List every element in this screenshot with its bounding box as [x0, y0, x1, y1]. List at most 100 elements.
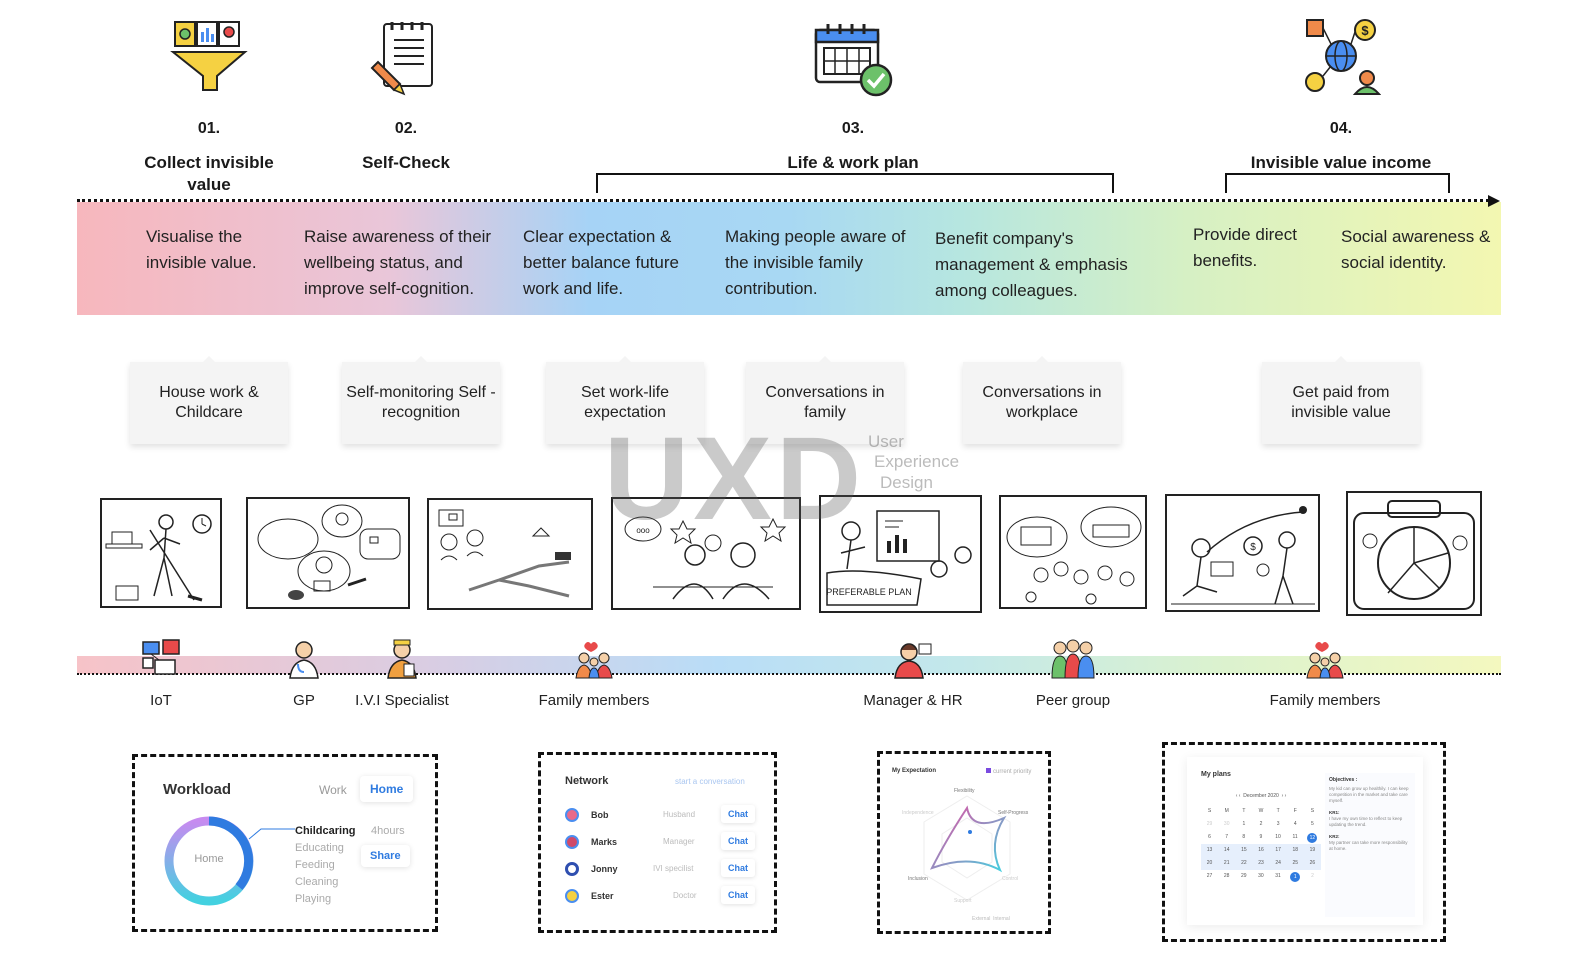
doctor-icon	[284, 638, 324, 680]
calendar-day[interactable]: 29	[1240, 873, 1247, 879]
stakeholder-band	[77, 656, 1501, 674]
workload-donut: Home	[161, 813, 257, 909]
calendar-day[interactable]: 27	[1206, 873, 1213, 879]
calendar-day[interactable]: 12	[1307, 832, 1318, 843]
bracket-stage-3	[596, 173, 1114, 193]
calendar-week-row: 6 7 8 9 10 11 12	[1201, 831, 1321, 844]
calendar-day[interactable]: 15	[1241, 847, 1247, 853]
calendar-weekday: S	[1310, 808, 1315, 814]
calendar-day[interactable]: 1	[1290, 871, 1301, 882]
radar-axis-label: Flexibility	[954, 788, 975, 794]
start-conversation-link[interactable]: start a conversation	[675, 777, 745, 786]
sketch-preferable-plan: PREFERABLE PLAN	[819, 495, 982, 613]
calendar-day[interactable]: 7	[1225, 834, 1229, 840]
calendar-day[interactable]: 1	[1242, 821, 1246, 827]
stakeholder-label: I.V.I Specialist	[355, 692, 449, 709]
timeline-dotted-line	[77, 199, 1489, 202]
value-band	[77, 202, 1501, 315]
funnel-data-icon	[169, 18, 249, 98]
bracket-stage-4	[1225, 173, 1450, 193]
calendar-weekday: F	[1293, 808, 1297, 814]
calendar-day[interactable]: 14	[1223, 847, 1230, 853]
tab-work[interactable]: Work	[319, 783, 347, 797]
calendar-week-row: 13 14 15 16 17 18 19	[1201, 844, 1321, 857]
sketch-self-monitoring	[246, 497, 410, 609]
calendar-day[interactable]: 29	[1206, 821, 1213, 827]
tab-home[interactable]: Home	[360, 776, 413, 802]
stage-number: 02.	[394, 120, 418, 137]
workload-item: Feeding	[295, 859, 335, 871]
mockup-workload: Workload Work Home Home Childcaring 4hou…	[132, 754, 438, 932]
calendar-day[interactable]: 2	[1311, 873, 1314, 879]
calendar-day[interactable]: 22	[1241, 860, 1247, 866]
family-icon	[574, 638, 614, 680]
svg-text:$: $	[1250, 542, 1256, 553]
sketch-family-conversation: ooo	[611, 497, 801, 610]
band-text-1: Visualise the invisible value.	[146, 227, 257, 272]
contact-role: Doctor	[673, 891, 697, 900]
prev-month-icon[interactable]: ‹ ‹	[1235, 793, 1241, 799]
calendar-day[interactable]: 13	[1206, 847, 1213, 853]
footer-internal: Internal	[993, 916, 1010, 922]
stakeholder-iot: IoT	[131, 638, 191, 709]
calendar-day[interactable]: 19	[1309, 847, 1316, 853]
expectation-radar-chart	[923, 795, 1011, 901]
calendar-day[interactable]: 3	[1276, 821, 1280, 827]
network-row: Jonny IVI specilist Chat	[565, 861, 765, 881]
calendar-day[interactable]: 10	[1275, 834, 1281, 840]
stakeholder-label: Peer group	[1035, 692, 1111, 709]
calendar-day[interactable]: 30	[1223, 821, 1230, 827]
objectives-text: My kid can grow up healthily. I can keep…	[1329, 786, 1409, 803]
chat-button[interactable]: Chat	[721, 859, 755, 877]
contact-role: IVI specilist	[653, 864, 694, 873]
calendar-day[interactable]: 30	[1258, 873, 1264, 879]
calendar-day[interactable]: 28	[1223, 873, 1230, 879]
calendar-day[interactable]: 5	[1311, 821, 1314, 827]
next-month-icon[interactable]: › ›	[1281, 793, 1287, 799]
calendar-weekday: S	[1207, 808, 1212, 814]
share-button[interactable]: Share	[361, 845, 410, 867]
calendar-day[interactable]: 21	[1223, 860, 1230, 866]
calendar-weekday: T	[1276, 808, 1280, 814]
calendar-day[interactable]: 9	[1259, 834, 1263, 840]
calendar-day[interactable]: 31	[1275, 873, 1281, 879]
stage-number: 01.	[197, 120, 221, 137]
stakeholder-family-2: Family members	[1259, 638, 1391, 709]
chat-button[interactable]: Chat	[721, 832, 755, 850]
calendar-day[interactable]: 23	[1258, 860, 1264, 866]
chat-button[interactable]: Chat	[721, 805, 755, 823]
avatar	[565, 835, 579, 849]
calendar-day[interactable]: 16	[1258, 847, 1264, 853]
calendar-day[interactable]: 4	[1293, 821, 1297, 827]
calendar-week-row: 29 30 1 2 3 4 5	[1201, 818, 1321, 831]
network-row: Ester Doctor Chat	[565, 888, 765, 908]
timeline-arrow-icon	[1488, 195, 1500, 207]
radar-footer: External Internal	[972, 916, 1010, 922]
calendar-weekday: T	[1242, 808, 1246, 814]
calendar-day[interactable]: 2	[1259, 821, 1263, 827]
stakeholder-label: Manager & HR	[863, 692, 963, 709]
network-title: Network	[565, 775, 609, 787]
workload-title: Workload	[163, 781, 232, 798]
calendar-day[interactable]: 24	[1275, 860, 1281, 866]
radar-axis-label: Self-Progress	[998, 810, 1029, 816]
calendar-day[interactable]: 25	[1292, 860, 1299, 866]
network-row: Bob Husband Chat	[565, 807, 765, 827]
stakeholder-manager-hr: Manager & HR	[853, 638, 973, 709]
calendar-day[interactable]: 8	[1242, 834, 1246, 840]
calendar-day[interactable]: 18	[1292, 847, 1299, 853]
stage-1: 01. Collect invisible value	[99, 18, 319, 196]
calendar-day[interactable]: 26	[1309, 860, 1316, 866]
contact-role: Husband	[663, 810, 696, 819]
card-work-life: Set work-life expectation	[546, 356, 704, 444]
calendar-day[interactable]: 11	[1292, 834, 1298, 840]
calendar-day[interactable]: 17	[1275, 847, 1281, 853]
calendar-day[interactable]: 6	[1208, 834, 1211, 840]
manager-icon	[893, 638, 933, 680]
sketch-housework	[100, 498, 222, 608]
watermark-line-2: Experience	[874, 452, 960, 471]
calendar-check-icon	[810, 18, 896, 98]
chat-button[interactable]: Chat	[721, 886, 755, 904]
calendar-day[interactable]: 20	[1206, 860, 1213, 866]
stakeholder-gp: GP	[274, 638, 334, 709]
